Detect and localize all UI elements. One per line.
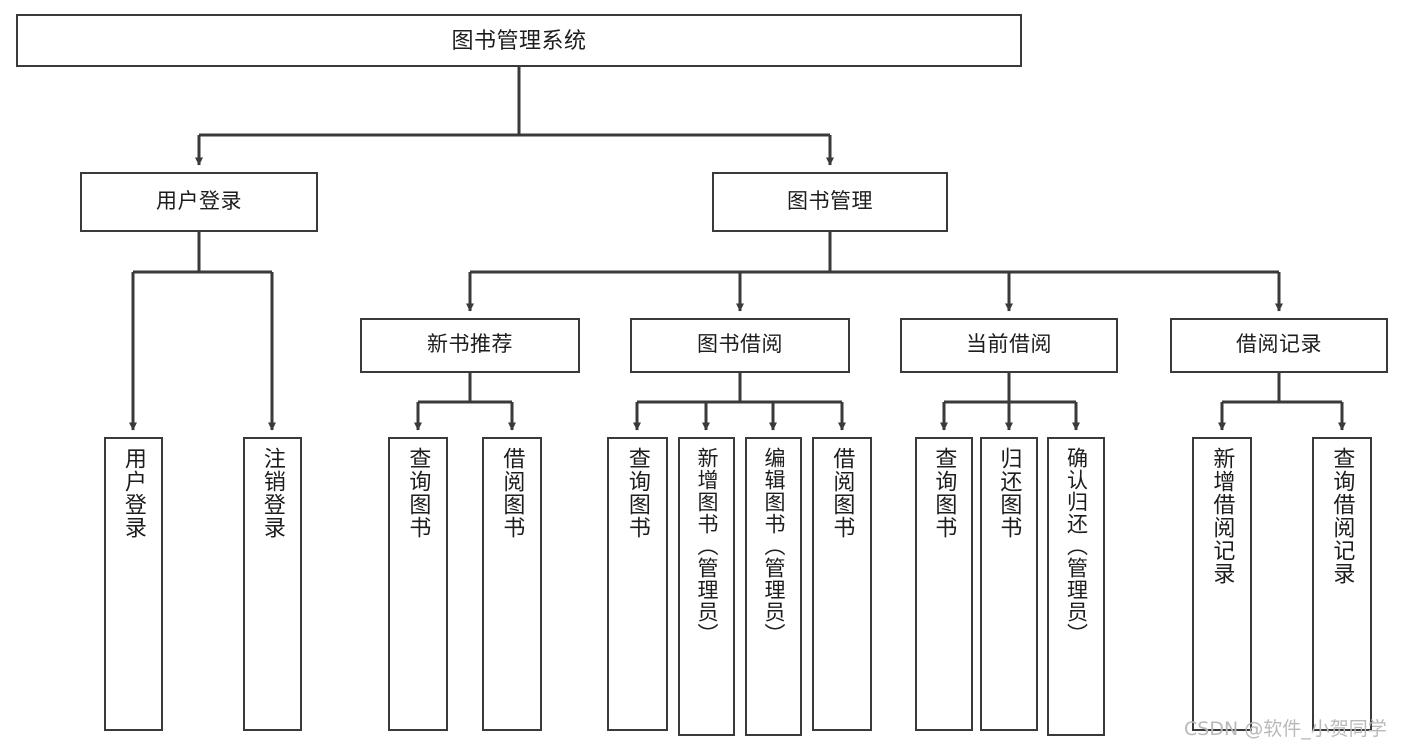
leaf-book-borrow-edit-book-admin[interactable]: 编辑图书（管理员） bbox=[745, 437, 802, 736]
watermark-text: CSDN @软件_小贺同学 bbox=[1184, 718, 1387, 740]
node-root-book-management-system[interactable]: 图书管理系统 bbox=[16, 14, 1022, 67]
node-label: 查询图书 bbox=[625, 447, 651, 539]
leaf-current-borrow-return-book[interactable]: 归还图书 bbox=[980, 437, 1038, 731]
node-label: 查询图书 bbox=[406, 447, 432, 539]
node-label: 用户登录 bbox=[121, 447, 147, 539]
node-book-borrow[interactable]: 图书借阅 bbox=[630, 318, 850, 373]
node-label: 新书推荐 bbox=[427, 333, 513, 357]
leaf-book-borrow-query-book[interactable]: 查询图书 bbox=[607, 437, 668, 731]
node-label: 借阅记录 bbox=[1236, 333, 1322, 357]
node-label: 注销登录 bbox=[260, 447, 286, 539]
leaf-book-borrow-add-book-admin[interactable]: 新增图书（管理员） bbox=[678, 437, 735, 736]
leaf-new-book-query-book[interactable]: 查询图书 bbox=[388, 437, 448, 731]
node-label: 查询借阅记录 bbox=[1330, 447, 1356, 585]
node-user-login[interactable]: 用户登录 bbox=[80, 172, 318, 232]
node-label: 借阅图书 bbox=[500, 447, 526, 539]
node-label: 确认归还（管理员） bbox=[1064, 447, 1088, 645]
leaf-current-borrow-confirm-return-admin[interactable]: 确认归还（管理员） bbox=[1047, 437, 1105, 736]
node-label: 编辑图书（管理员） bbox=[762, 447, 786, 645]
node-label: 图书管理系统 bbox=[451, 27, 587, 53]
node-borrow-record[interactable]: 借阅记录 bbox=[1170, 318, 1388, 373]
node-label: 图书管理 bbox=[787, 189, 873, 213]
leaf-user-login-login[interactable]: 用户登录 bbox=[104, 437, 163, 731]
node-label: 新增图书（管理员） bbox=[695, 447, 719, 645]
leaf-book-borrow-borrow-book[interactable]: 借阅图书 bbox=[812, 437, 872, 731]
node-label: 图书借阅 bbox=[697, 333, 783, 357]
leaf-borrow-record-add-record[interactable]: 新增借阅记录 bbox=[1192, 437, 1252, 731]
node-current-borrow[interactable]: 当前借阅 bbox=[900, 318, 1118, 373]
leaf-current-borrow-query-book[interactable]: 查询图书 bbox=[915, 437, 973, 731]
node-new-book-recommend[interactable]: 新书推荐 bbox=[360, 318, 580, 373]
node-label: 新增借阅记录 bbox=[1210, 447, 1236, 585]
node-label: 借阅图书 bbox=[830, 447, 856, 539]
node-book-management[interactable]: 图书管理 bbox=[712, 172, 948, 232]
node-label: 查询图书 bbox=[932, 447, 958, 539]
leaf-new-book-borrow-book[interactable]: 借阅图书 bbox=[482, 437, 542, 731]
leaf-borrow-record-query-record[interactable]: 查询借阅记录 bbox=[1312, 437, 1372, 731]
leaf-user-login-logout[interactable]: 注销登录 bbox=[243, 437, 302, 731]
node-label: 归还图书 bbox=[997, 447, 1023, 539]
node-label: 用户登录 bbox=[156, 189, 242, 213]
node-label: 当前借阅 bbox=[966, 333, 1052, 357]
